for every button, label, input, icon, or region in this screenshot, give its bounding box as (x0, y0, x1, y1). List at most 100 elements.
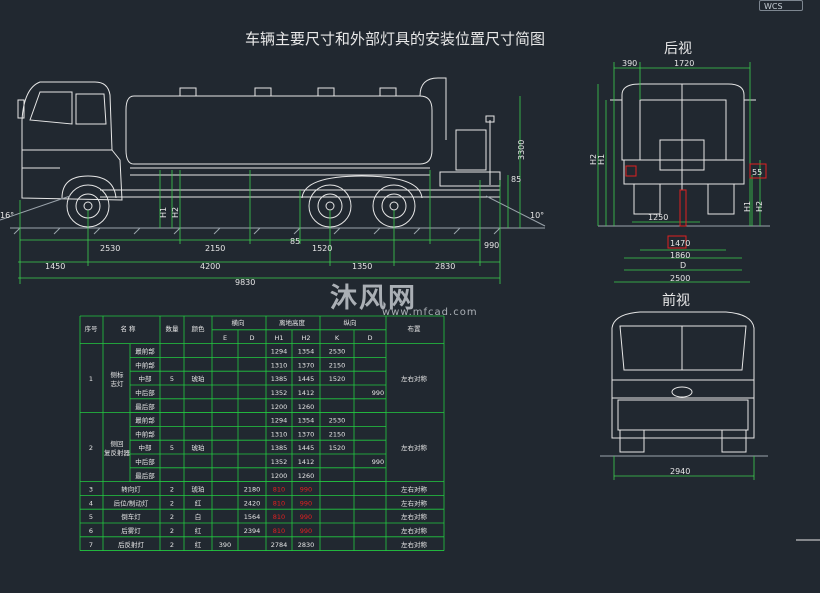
lamp-color: 琥珀 (192, 443, 205, 452)
lamp-qty: 5 (170, 375, 174, 383)
dim-label: 1250 (648, 213, 668, 222)
dim-label: 2940 (670, 467, 690, 476)
rear-dimensions (597, 62, 761, 283)
dim-label: 2830 (435, 262, 455, 271)
dim-label: 3300 (517, 140, 526, 160)
row-number: 1 (89, 375, 93, 383)
dim-label: 55 (752, 168, 762, 177)
table-cell: 1385 (271, 444, 288, 452)
dim-label: 1450 (45, 262, 65, 271)
table-cell: 2180 (244, 486, 261, 494)
side-dim-labels: 2530 2150 85 1520 990 1450 4200 1350 283… (0, 140, 544, 287)
watermark-text: 沐风网 (330, 283, 417, 314)
table-cell: 1354 (298, 417, 315, 425)
table-cell: 810 (273, 499, 285, 507)
dim-label: 4200 (200, 262, 220, 271)
dim-label: D (680, 261, 686, 270)
row-number: 4 (89, 499, 93, 507)
dim-label: 990 (484, 241, 499, 250)
table-cell: 2150 (329, 361, 346, 369)
table-cell: 1385 (271, 375, 288, 383)
lamp-qty: 2 (170, 486, 174, 494)
table-cell: 1352 (271, 389, 288, 397)
lamp-layout: 左右对称 (401, 485, 428, 494)
table-header: 序号 (85, 324, 99, 333)
dim-label: H1 (597, 154, 606, 165)
dim-label: 1860 (670, 251, 690, 260)
rear-dim-labels: 390 1720 H2 H1 1250 1470 1860 D 2500 55 … (589, 59, 764, 283)
table-cell: 1260 (298, 403, 315, 411)
rear-lamp-markers (625, 163, 767, 249)
table-cell: 1412 (298, 458, 315, 466)
table-cell: 1310 (271, 430, 288, 438)
lamp-color: 红 (195, 526, 202, 535)
lamp-layout: 左右对称 (401, 512, 428, 521)
dim-label: 2530 (100, 244, 120, 253)
table-subheader: K (335, 334, 340, 342)
table-subheader: E (223, 334, 227, 342)
table-cell: 1520 (329, 375, 346, 383)
dim-label: H2 (589, 154, 598, 165)
wcs-indicator[interactable]: WCS (759, 0, 803, 11)
lamp-position: 中前部 (135, 360, 155, 369)
dim-label: 2500 (670, 274, 690, 283)
front-view (600, 311, 768, 457)
table-cell: 810 (273, 527, 285, 535)
lamp-position: 中部 (139, 443, 153, 452)
lamp-color: 红 (195, 540, 202, 549)
dim-label: H2 (171, 207, 180, 218)
dim-label: 390 (622, 59, 637, 68)
dim-label: 9830 (235, 278, 255, 287)
lamp-name: 侧回 (111, 439, 124, 448)
lamp-name: 倒车灯 (121, 512, 141, 521)
lamp-position: 中后部 (135, 457, 155, 466)
table-cell: 390 (219, 541, 231, 549)
table-cell: 1200 (271, 403, 288, 411)
dim-label: 1470 (670, 239, 690, 248)
dim-label: H1 (743, 201, 752, 212)
front-view-label: 前视 (662, 293, 690, 309)
table-cell: 2530 (329, 417, 346, 425)
drawing-title: 车辆主要尺寸和外部灯具的安装位置尺寸简图 (244, 30, 545, 48)
table-cell: 810 (273, 513, 285, 521)
table-header: 离地高度 (279, 318, 306, 327)
table-subheader: H2 (301, 334, 310, 342)
lamp-layout: 左右对称 (401, 540, 428, 549)
watermark-url: www.mfcad.com (382, 307, 478, 318)
table-cell: 1352 (271, 458, 288, 466)
table-cell: 1370 (298, 430, 315, 438)
lamp-name: 后雾灯 (121, 526, 141, 535)
front-dimensions (613, 456, 755, 480)
lamp-position: 最后部 (135, 471, 155, 480)
table-cell: 2420 (244, 499, 261, 507)
table-cell: 2830 (298, 541, 315, 549)
table-cell: 2530 (329, 348, 346, 356)
lamp-color: 白 (195, 512, 202, 521)
table-cell: 2394 (244, 527, 261, 535)
table-header: 名 称 (120, 324, 136, 333)
table-cell: 1520 (329, 444, 346, 452)
lamp-color: 琥珀 (192, 374, 205, 383)
table-cell: 990 (372, 458, 384, 466)
watermark: 沐风网 www.mfcad.com (330, 276, 477, 318)
dim-label: H2 (755, 201, 764, 212)
table-cell: 990 (300, 499, 312, 507)
row-number: 2 (89, 444, 93, 452)
dim-label: 1350 (352, 262, 372, 271)
lamp-position: 中部 (139, 374, 153, 383)
table-cell: 1370 (298, 361, 315, 369)
dim-label: 85 (290, 237, 300, 246)
lamp-name: 侧标 (111, 370, 125, 379)
lamp-name: 复反射器 (104, 448, 131, 457)
table-header: 颜色 (192, 324, 206, 333)
dim-label: H1 (159, 207, 168, 218)
lamp-position: 中后部 (135, 388, 155, 397)
table-header: 数量 (166, 324, 180, 333)
lamp-color: 琥珀 (192, 485, 205, 494)
lamp-qty: 2 (170, 513, 174, 521)
lamp-name: 转向灯 (121, 485, 141, 494)
table-cell: 990 (300, 527, 312, 535)
lamp-color: 红 (195, 498, 202, 507)
dim-label: 1720 (674, 59, 694, 68)
